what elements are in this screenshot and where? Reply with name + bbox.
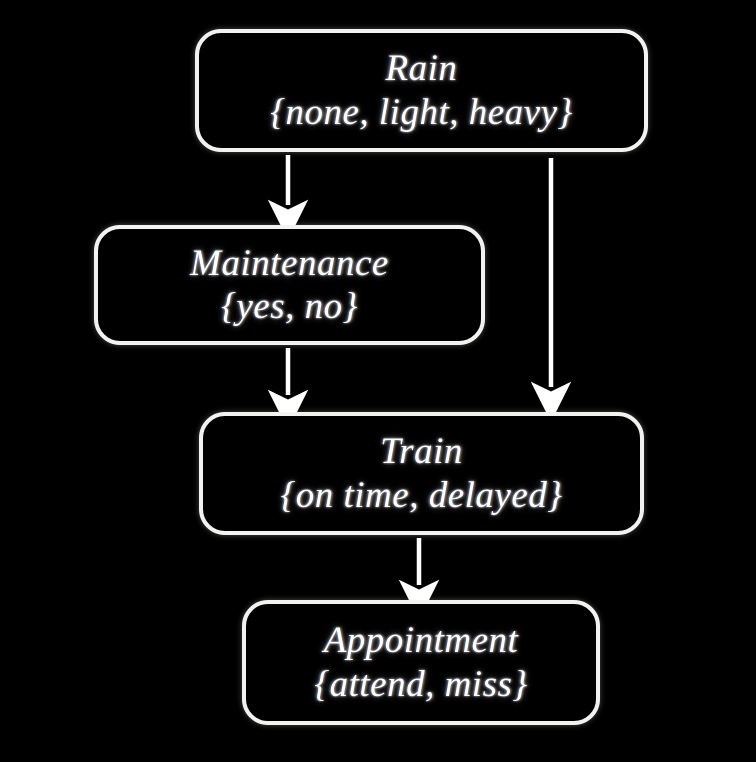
- node-rain[interactable]: Rain {none, light, heavy}: [195, 29, 648, 152]
- node-train-states: {on time, delayed}: [280, 474, 563, 516]
- node-appointment[interactable]: Appointment {attend, miss}: [242, 600, 600, 725]
- node-train-title: Train: [380, 431, 463, 473]
- node-maintenance[interactable]: Maintenance {yes, no}: [94, 225, 485, 345]
- node-rain-states: {none, light, heavy}: [270, 91, 573, 133]
- node-maintenance-states: {yes, no}: [221, 286, 358, 327]
- node-appointment-states: {attend, miss}: [314, 663, 528, 705]
- node-rain-title: Rain: [385, 48, 458, 90]
- node-maintenance-title: Maintenance: [190, 242, 389, 284]
- node-train[interactable]: Train {on time, delayed}: [199, 412, 644, 535]
- node-appointment-title: Appointment: [323, 620, 519, 662]
